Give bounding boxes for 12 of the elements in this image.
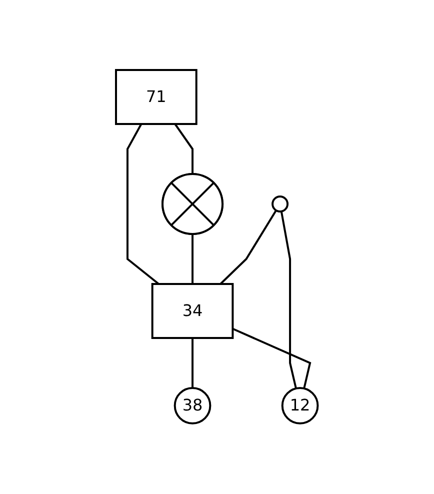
connector	[126, 124, 160, 286]
node-box: 34	[151, 283, 234, 340]
connector	[232, 328, 312, 389]
connector	[280, 212, 298, 389]
node-circle: 38	[174, 387, 212, 425]
connector	[192, 338, 194, 388]
node-circle: 12	[282, 387, 319, 425]
connector	[192, 234, 194, 284]
connector	[220, 210, 278, 286]
node-circle	[272, 196, 289, 213]
node-box: 71	[115, 69, 198, 126]
connector	[174, 124, 194, 174]
